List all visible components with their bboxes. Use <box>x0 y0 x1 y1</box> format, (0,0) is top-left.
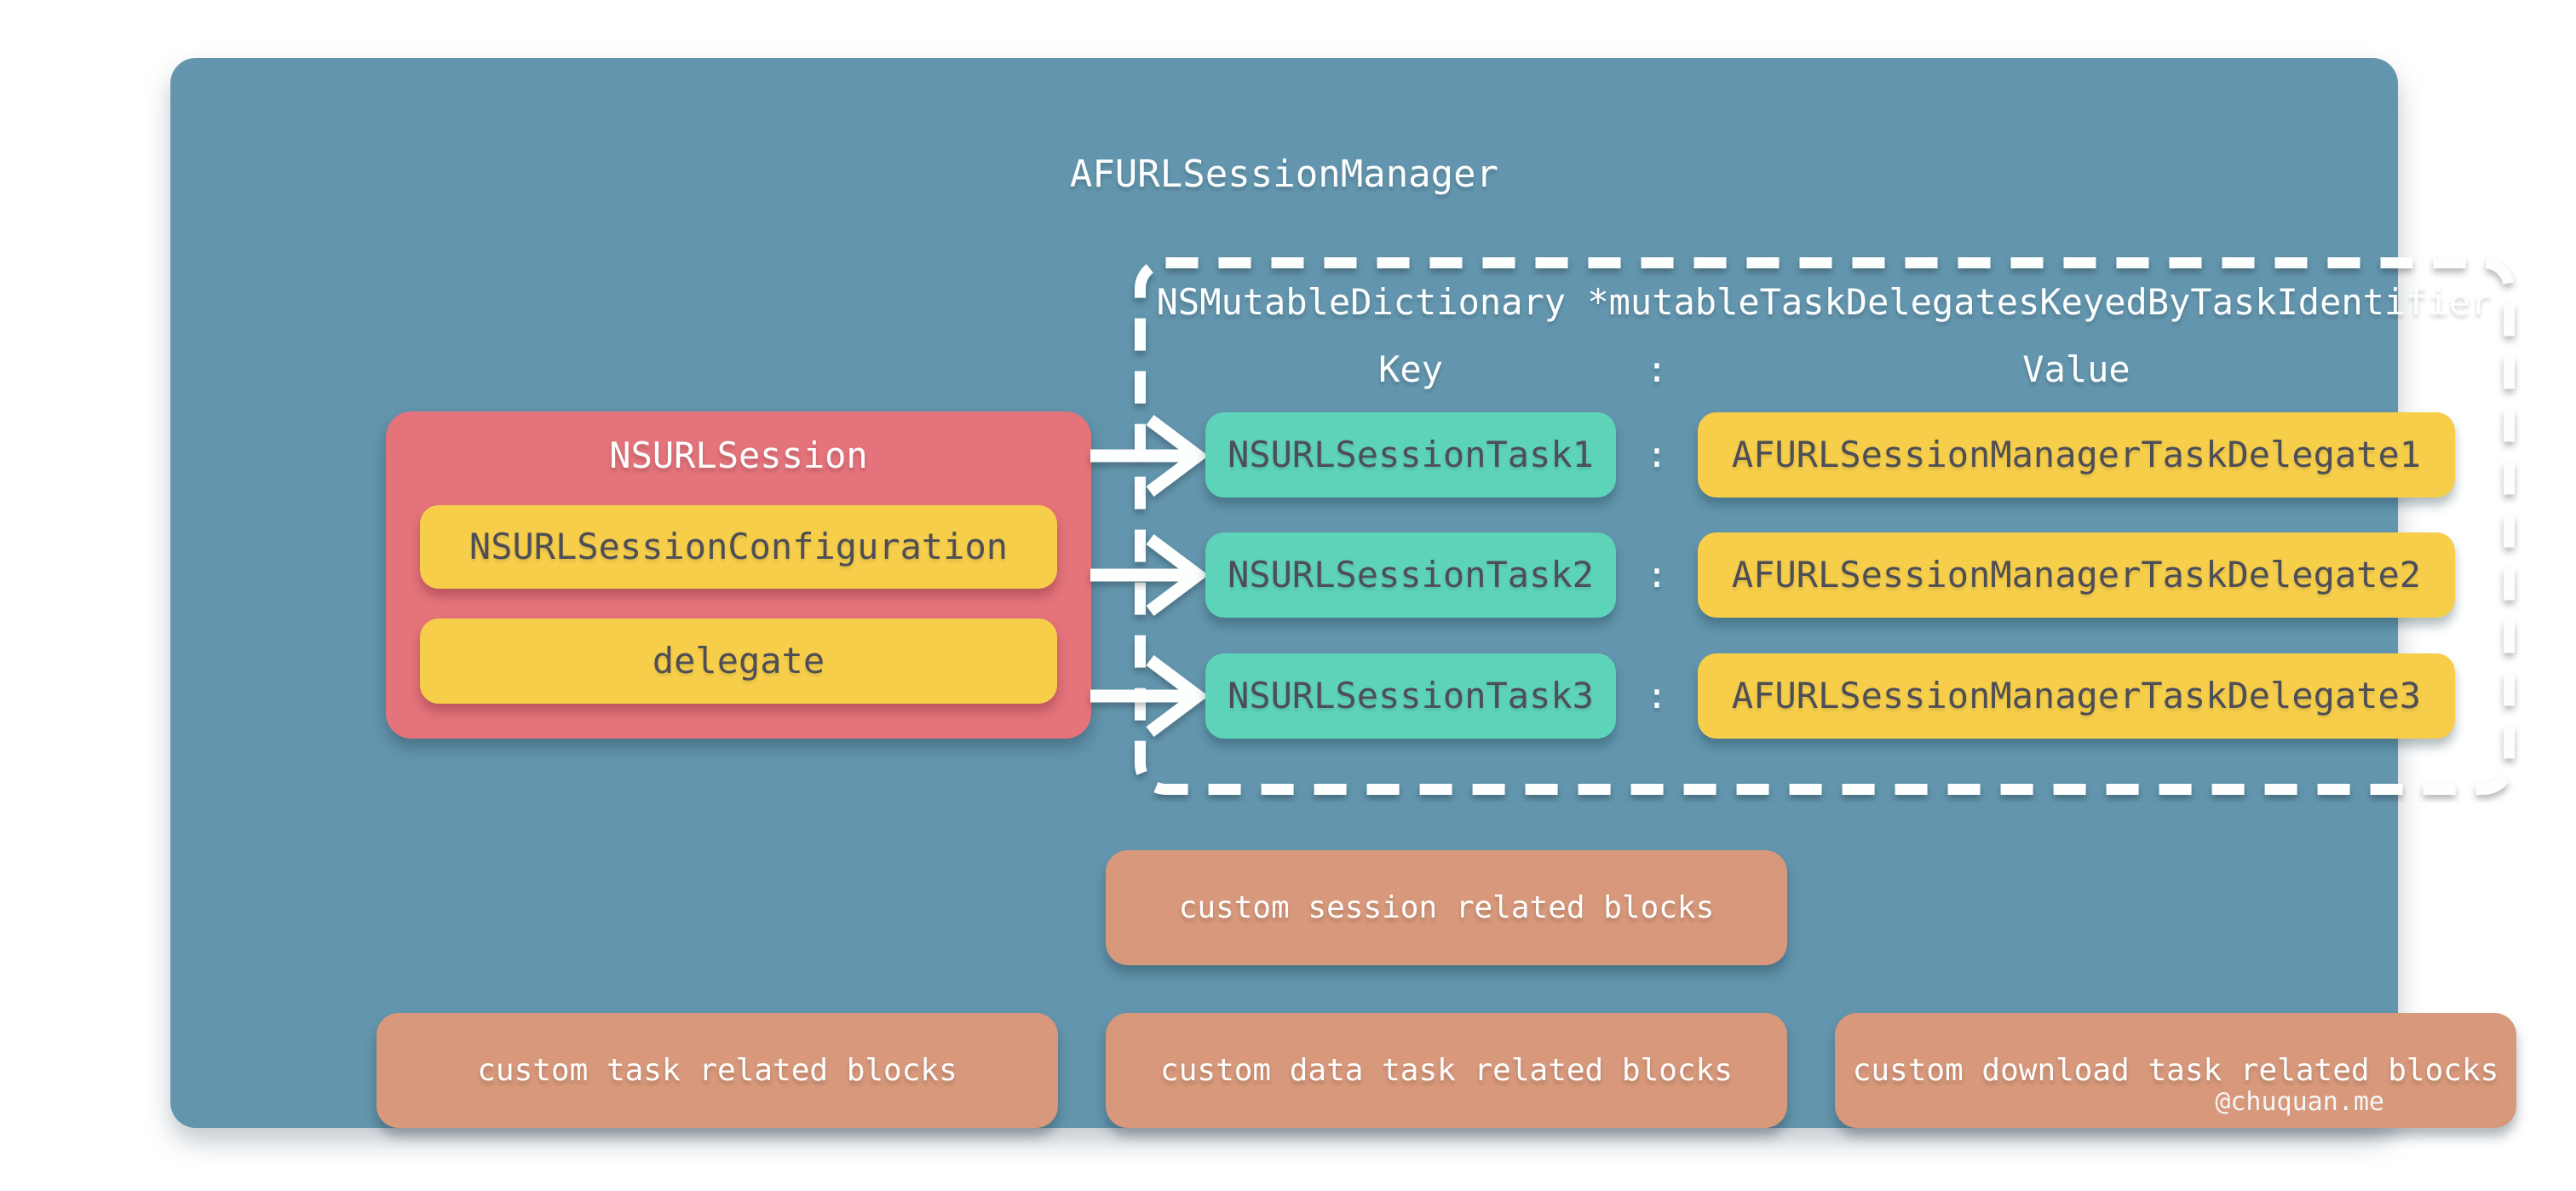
arrow-to-task2-icon <box>1090 534 1209 616</box>
dictionary-title: NSMutableDictionary *mutableTaskDelegate… <box>1156 281 2493 323</box>
afurlsessionmanager-container: AFURLSessionManager NSMutableDictionary … <box>170 58 2516 1128</box>
manager-title: AFURLSessionManager <box>1069 152 1499 196</box>
watermark: @chuquan.me <box>2215 1087 2384 1117</box>
dictionary-value-header: Value <box>2022 348 2130 390</box>
key-box-task3: NSURLSessionTask3 <box>1205 653 1616 739</box>
custom-download-task-blocks-box: custom download task related blocks <box>1835 1013 2516 1128</box>
dictionary-header-separator: : <box>1646 348 1668 390</box>
custom-data-task-blocks-box: custom data task related blocks <box>1106 1013 1787 1128</box>
custom-session-blocks-box: custom session related blocks <box>1106 850 1787 965</box>
value-box-delegate3: AFURLSessionManagerTaskDelegate3 <box>1698 653 2455 739</box>
delegate-box: delegate <box>420 619 1057 704</box>
dictionary-dashed-border <box>1135 257 2515 795</box>
arrow-to-task1-icon <box>1090 415 1209 497</box>
row2-separator: : <box>1646 554 1668 596</box>
nsurlsessionconfiguration-box: NSURLSessionConfiguration <box>420 505 1057 589</box>
key-box-task1: NSURLSessionTask1 <box>1205 412 1616 498</box>
custom-task-blocks-box: custom task related blocks <box>377 1013 1058 1128</box>
nsurlsession-box: NSURLSession NSURLSessionConfiguration d… <box>386 411 1091 739</box>
nsurlsession-title: NSURLSession <box>609 434 868 476</box>
value-box-delegate2: AFURLSessionManagerTaskDelegate2 <box>1698 532 2455 618</box>
dictionary-key-header: Key <box>1378 348 1443 390</box>
row3-separator: : <box>1646 675 1668 716</box>
value-box-delegate1: AFURLSessionManagerTaskDelegate1 <box>1698 412 2455 498</box>
row1-separator: : <box>1646 434 1668 475</box>
key-box-task2: NSURLSessionTask2 <box>1205 532 1616 618</box>
arrow-to-task3-icon <box>1090 655 1209 737</box>
